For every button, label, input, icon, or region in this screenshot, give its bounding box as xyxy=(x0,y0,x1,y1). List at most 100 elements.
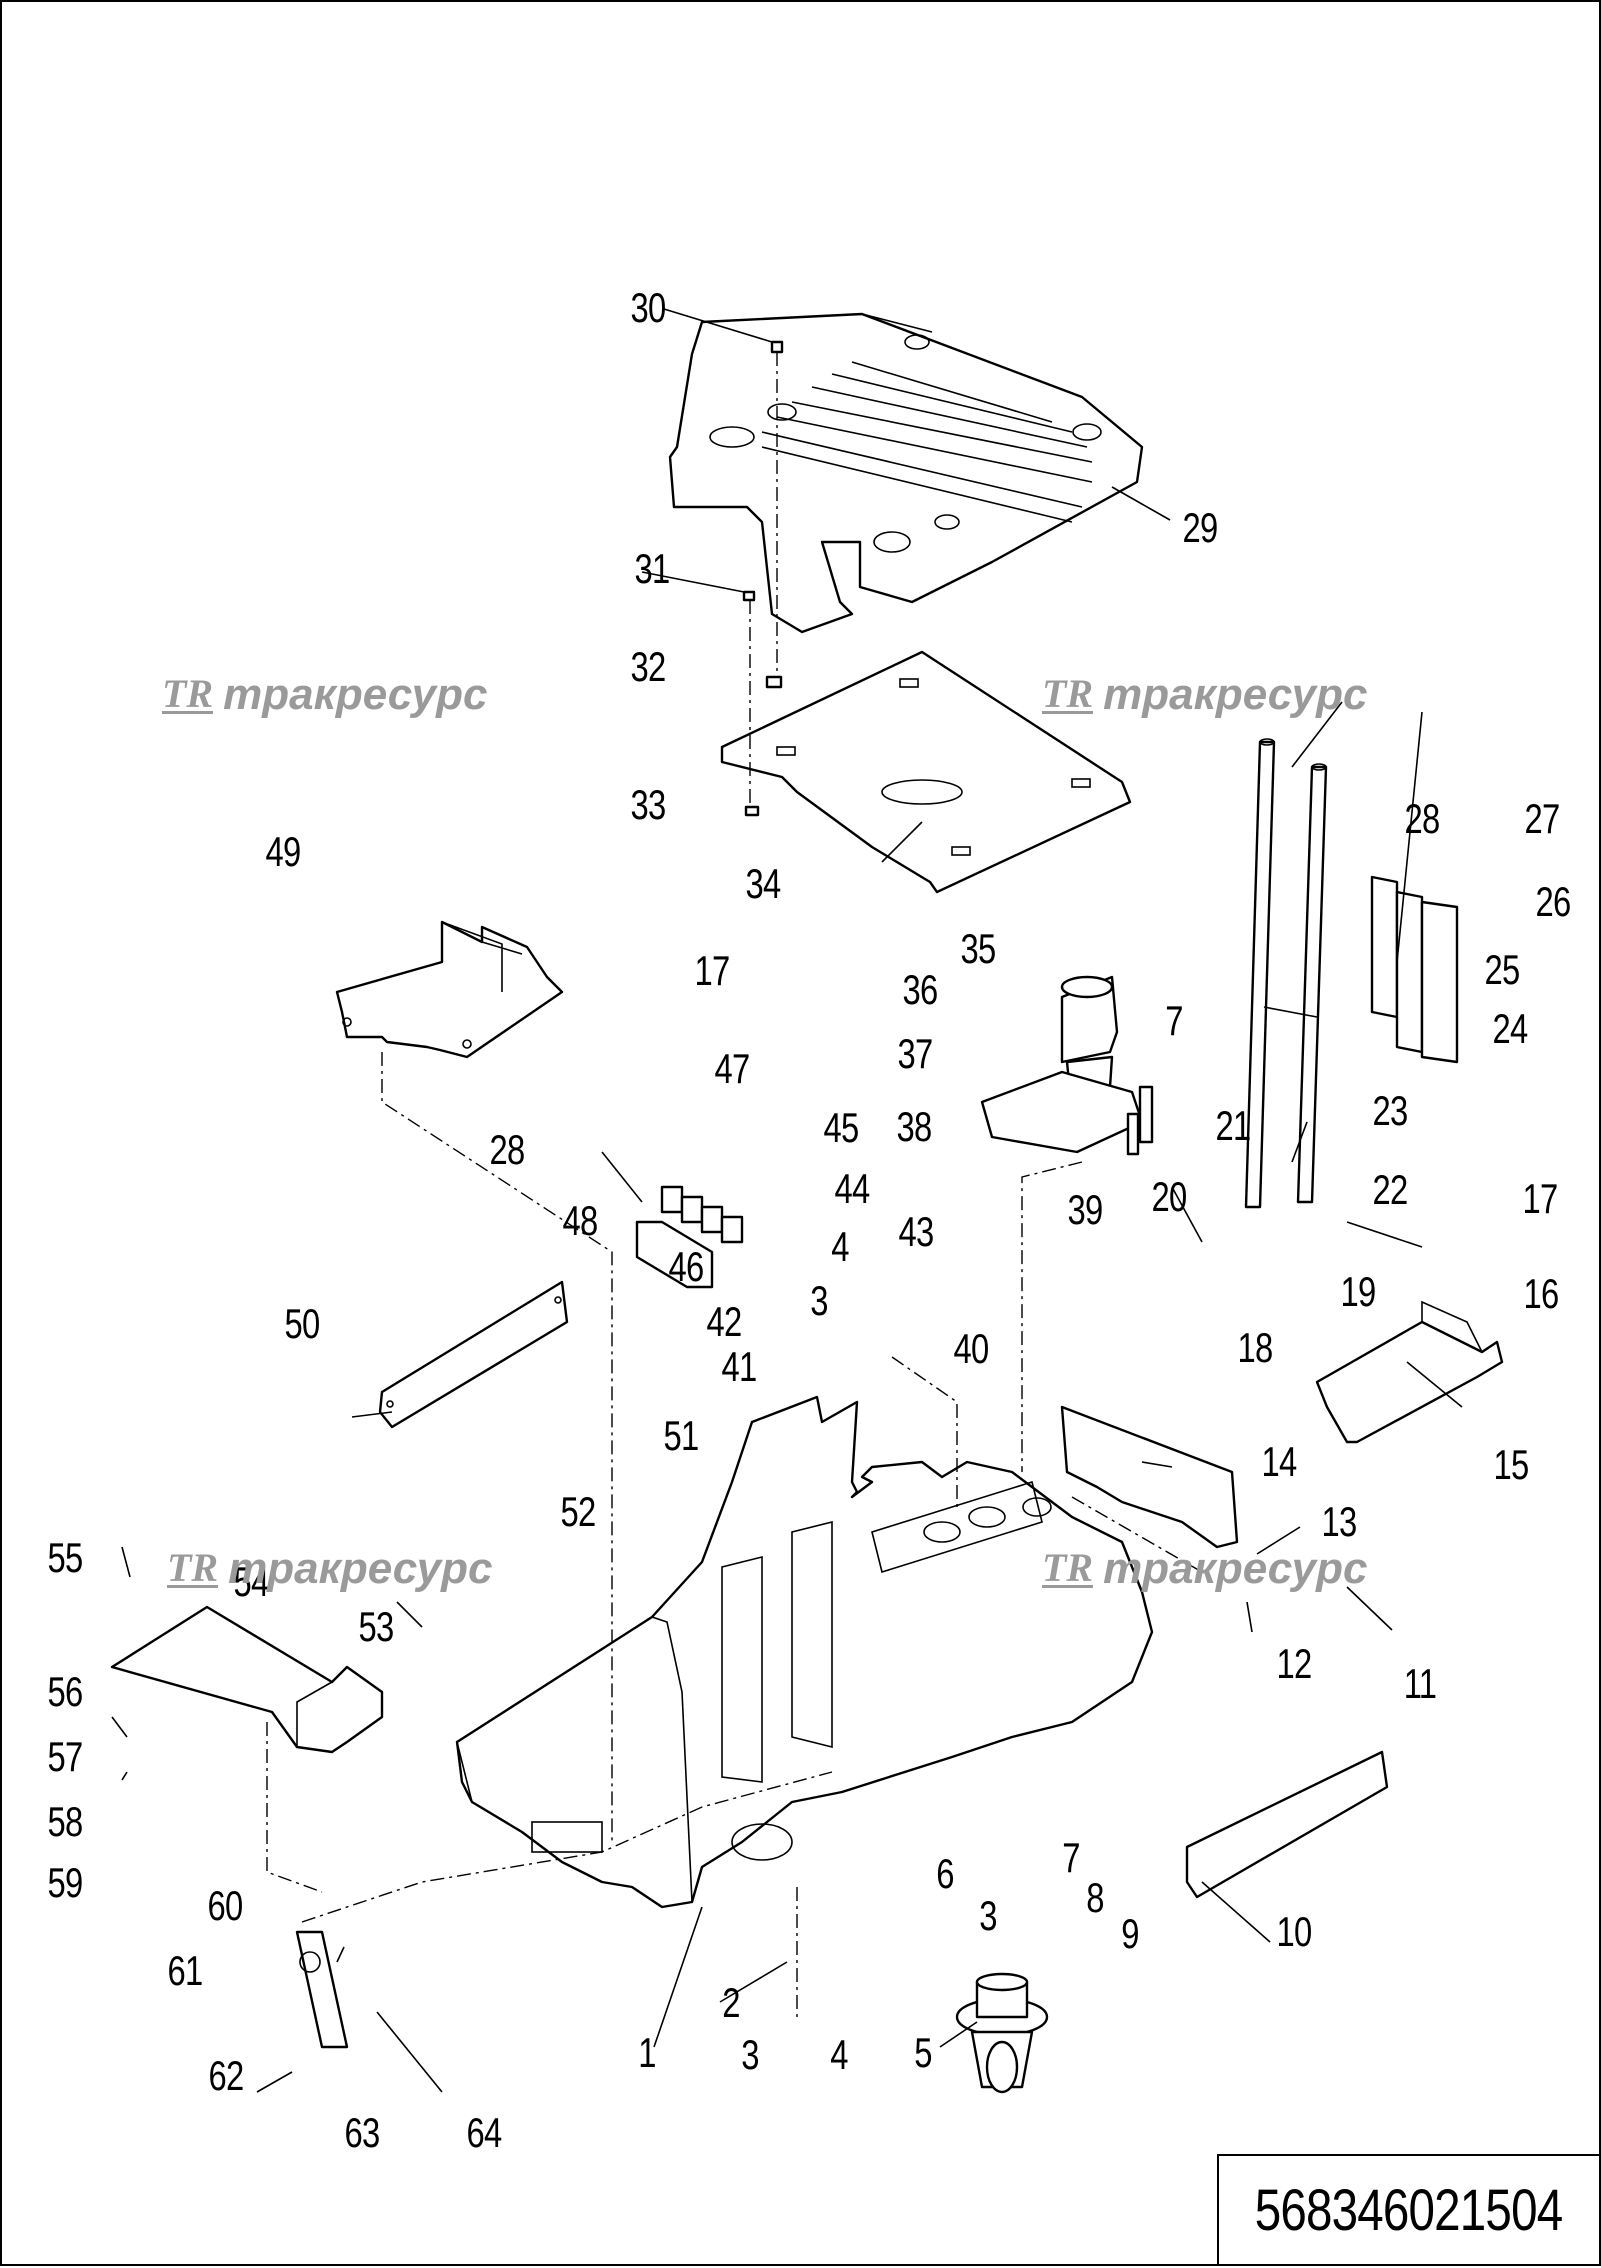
callout-7-upper: 7 xyxy=(1165,997,1183,1044)
watermark-text: тракресурс xyxy=(223,670,488,719)
callout-13: 13 xyxy=(1321,1498,1358,1545)
plate-part-63 xyxy=(295,1930,349,2049)
callout-4-upper: 4 xyxy=(831,1223,849,1270)
callout-20: 20 xyxy=(1151,1173,1188,1220)
watermark-logo-mark: TR xyxy=(167,1544,219,1590)
callout-4-lower: 4 xyxy=(830,2031,848,2078)
watermark-middle-right: TR тракресурс xyxy=(1042,1544,1368,1594)
callout-56: 56 xyxy=(47,1668,84,1715)
watermark-text: тракресурс xyxy=(228,1544,493,1593)
callout-55: 55 xyxy=(47,1534,84,1581)
frame-part-1 xyxy=(455,1395,1154,1909)
callout-15: 15 xyxy=(1493,1441,1530,1488)
cover-part-54 xyxy=(110,1605,384,1754)
watermark-text: тракресурс xyxy=(1103,670,1368,719)
callout-31: 31 xyxy=(634,545,671,592)
callout-44: 44 xyxy=(834,1165,871,1212)
watermark-logo-mark: TR xyxy=(1042,670,1094,716)
callout-14: 14 xyxy=(1261,1438,1298,1485)
small-fasteners-30-33 xyxy=(742,340,784,817)
callout-26: 26 xyxy=(1535,878,1572,925)
callout-17-upper: 17 xyxy=(694,947,731,994)
watermark-left: TR тракресурс xyxy=(162,670,488,720)
callout-41: 41 xyxy=(721,1343,758,1390)
base-plate-part-34 xyxy=(720,650,1132,894)
callout-3-upper: 3 xyxy=(810,1277,828,1324)
callout-8: 8 xyxy=(1086,1874,1104,1921)
callout-22: 22 xyxy=(1372,1166,1409,1213)
callout-59: 59 xyxy=(47,1859,84,1906)
callout-9: 9 xyxy=(1121,1910,1139,1957)
callout-45: 45 xyxy=(823,1104,860,1151)
callout-16: 16 xyxy=(1523,1270,1560,1317)
callout-33: 33 xyxy=(630,781,667,828)
callout-27: 27 xyxy=(1524,795,1561,842)
callout-30: 30 xyxy=(630,284,667,331)
callout-32: 32 xyxy=(630,643,667,690)
callout-5: 5 xyxy=(914,2029,932,2076)
callout-12: 12 xyxy=(1276,1640,1313,1687)
tray-part-15 xyxy=(1315,1300,1504,1444)
callout-11: 11 xyxy=(1403,1660,1437,1707)
watermark-right: TR тракресурс xyxy=(1042,670,1368,720)
callout-34: 34 xyxy=(745,860,782,907)
watermark-logo-mark: TR xyxy=(1042,1544,1094,1590)
cover-part-14 xyxy=(1060,1405,1239,1549)
callout-28-lower: 28 xyxy=(489,1126,526,1173)
document-code-box: 568346021504 xyxy=(1217,2154,1599,2264)
callout-23: 23 xyxy=(1372,1087,1409,1134)
callout-21: 21 xyxy=(1215,1102,1252,1149)
seat-cover-part-29 xyxy=(668,312,1144,634)
callout-36: 36 xyxy=(902,966,939,1013)
callout-53: 53 xyxy=(358,1603,395,1650)
callout-50: 50 xyxy=(284,1300,321,1347)
callout-63: 63 xyxy=(344,2109,381,2156)
callout-57: 57 xyxy=(47,1733,84,1780)
callout-35: 35 xyxy=(960,925,997,972)
watermark-text: тракресурс xyxy=(1103,1544,1368,1593)
callout-7-lower: 7 xyxy=(1062,1834,1080,1881)
caster-part-5 xyxy=(955,1972,1049,2094)
watermark-middle-left: TR тракресурс xyxy=(167,1544,493,1594)
callout-60: 60 xyxy=(207,1882,244,1929)
callout-17-right: 17 xyxy=(1522,1175,1559,1222)
watermark-logo-mark: TR xyxy=(162,670,214,716)
callout-1: 1 xyxy=(638,2029,656,2076)
callout-24: 24 xyxy=(1492,1005,1529,1052)
callout-43: 43 xyxy=(898,1208,935,1255)
callout-19: 19 xyxy=(1340,1268,1377,1315)
callout-48: 48 xyxy=(562,1197,599,1244)
motor-assembly-part-36 xyxy=(980,975,1154,1156)
hidden-leader-lines xyxy=(266,1052,1203,2017)
callout-52: 52 xyxy=(560,1488,597,1535)
steering-columns-part-23 xyxy=(1244,738,1328,1209)
callout-49: 49 xyxy=(265,828,302,875)
callout-38: 38 xyxy=(896,1103,933,1150)
callout-62: 62 xyxy=(208,2052,245,2099)
bracket-part-24 xyxy=(1370,875,1459,1064)
callout-10: 10 xyxy=(1276,1908,1313,1955)
callout-39: 39 xyxy=(1067,1186,1104,1233)
callout-6: 6 xyxy=(936,1850,954,1897)
callout-58: 58 xyxy=(47,1798,84,1845)
callout-64: 64 xyxy=(466,2109,503,2156)
relays-part-47-48 xyxy=(635,1185,744,1289)
callout-61: 61 xyxy=(167,1947,204,1994)
callout-47: 47 xyxy=(714,1045,751,1092)
callout-leaders xyxy=(111,308,1463,2093)
callout-42: 42 xyxy=(706,1298,743,1345)
callout-28-upper: 28 xyxy=(1404,795,1441,842)
callout-3-lower: 3 xyxy=(741,2031,759,2078)
callout-29: 29 xyxy=(1182,504,1219,551)
callout-3-middle: 3 xyxy=(979,1892,997,1939)
callout-18: 18 xyxy=(1237,1324,1274,1371)
shield-part-10 xyxy=(1185,1750,1389,1899)
callout-40: 40 xyxy=(953,1325,990,1372)
callout-51: 51 xyxy=(663,1412,700,1459)
callout-25: 25 xyxy=(1484,946,1521,993)
callout-2: 2 xyxy=(722,1979,740,2026)
callout-37: 37 xyxy=(897,1030,934,1077)
shield-part-50 xyxy=(378,1280,569,1429)
